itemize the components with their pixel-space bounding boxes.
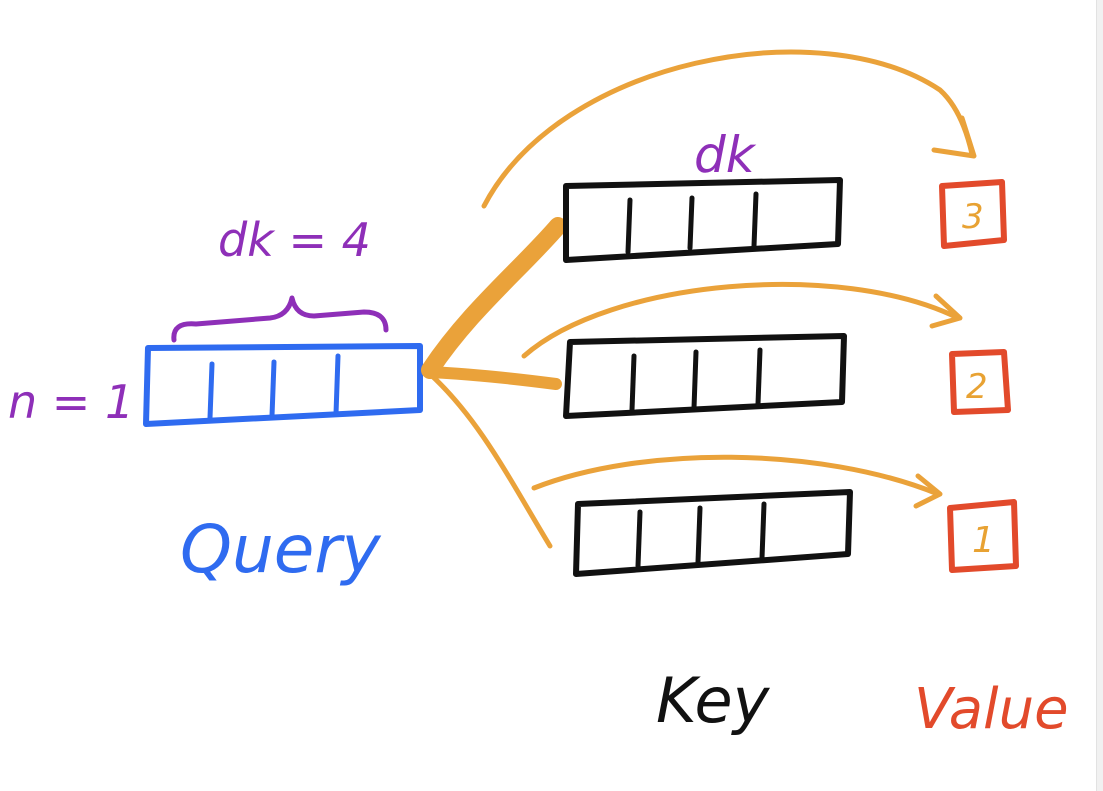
n-label: n = 1 [8, 375, 134, 429]
value-item: 3 [939, 179, 1007, 249]
value-number: 2 [966, 367, 988, 407]
dimension-brace [171, 295, 389, 343]
value-number: 1 [972, 520, 995, 561]
key-value-arrows [481, 49, 977, 509]
arrowhead [931, 115, 977, 159]
attention-line-medium [424, 366, 562, 390]
value-label: Value [914, 677, 1069, 742]
query-vector [143, 343, 423, 427]
attention-line-low [427, 371, 553, 549]
arrow-to-value-2 [521, 281, 961, 359]
key-vector [573, 489, 853, 577]
value-item: 2 [949, 349, 1011, 415]
dk-key-label: dk [694, 126, 757, 184]
arrowhead [929, 293, 963, 329]
key-vector [563, 333, 847, 419]
arrow-to-value-3 [481, 49, 975, 209]
dk-query-label: dk = 4 [218, 213, 371, 267]
value-item: 1 [947, 499, 1019, 573]
arrowhead [913, 473, 943, 509]
key-vector [563, 177, 843, 263]
key-label: Key [656, 664, 771, 737]
attention-line-high [421, 217, 567, 379]
value-number: 3 [962, 197, 984, 237]
arrow-to-value-1 [531, 454, 941, 497]
query-label: Query [180, 511, 382, 588]
page-edge [1096, 0, 1103, 791]
attention-lines [421, 217, 567, 549]
